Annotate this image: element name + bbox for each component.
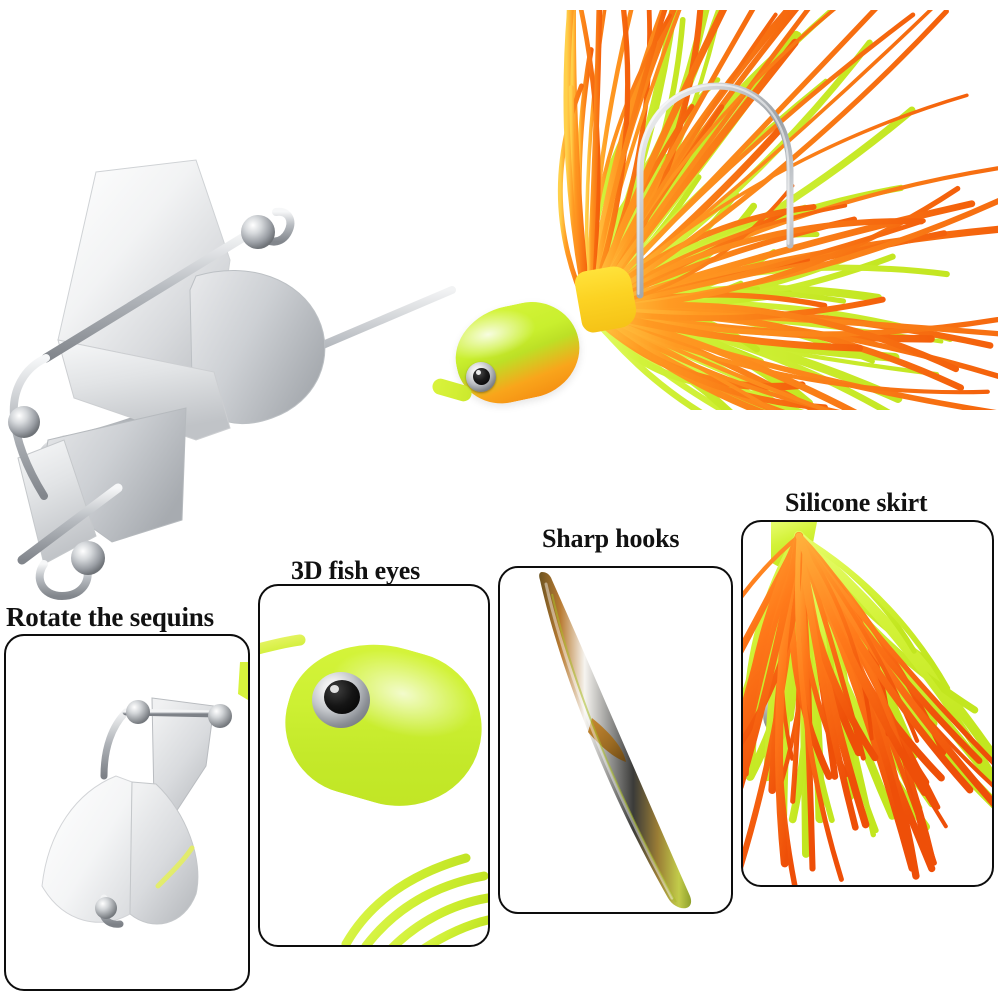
fish-eye-glint: [476, 370, 481, 375]
sequin-blades-closeup: [6, 636, 248, 989]
callout-panel-rotate-the-sequins: [4, 634, 250, 991]
fish-eye-pupil: [324, 680, 360, 714]
silicone-skirt-closeup: [743, 522, 992, 885]
hook-point-closeup: [500, 568, 731, 912]
hook: [600, 70, 810, 300]
callout-label-sharp-hooks: Sharp hooks: [542, 524, 680, 553]
callout-label-silicone-skirt: Silicone skirt: [785, 488, 928, 517]
fish-eye-closeup: [260, 586, 488, 945]
callout-panel-silicone-skirt: [741, 520, 994, 887]
callout-label-rotate-the-sequins: Rotate the sequins: [6, 602, 214, 632]
callout-panel-sharp-hooks: [498, 566, 733, 914]
callout-label-3d-fish-eyes: 3D fish eyes: [291, 556, 421, 585]
spinnerbait-lure: [0, 0, 998, 610]
callout-panel-3d-fish-eyes: [258, 584, 490, 947]
skirt-collar: [573, 263, 639, 335]
fish-eye-glint: [330, 685, 339, 693]
spinner-blades: [0, 140, 360, 610]
